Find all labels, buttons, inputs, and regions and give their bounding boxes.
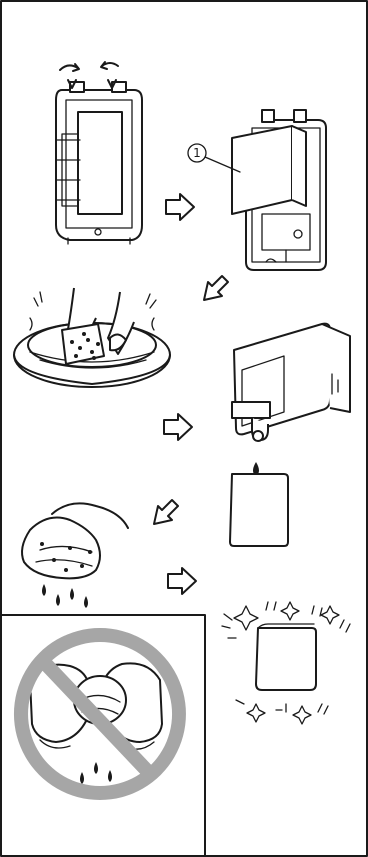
water-tap-unit (232, 324, 350, 441)
clean-filter-block (256, 624, 316, 690)
arrow-right-icon (166, 194, 194, 220)
arrow-down-left-icon (204, 276, 228, 300)
wringing-drops (80, 762, 112, 784)
arrow-down-left-icon (154, 500, 178, 524)
lift-arrows (60, 62, 118, 88)
callout-label: 1 (193, 146, 201, 160)
wet-filter-block (230, 474, 288, 546)
arrow-right-icon (168, 568, 196, 594)
filter-block (232, 126, 306, 214)
arrow-right-icon (164, 414, 192, 440)
dripping-drops (42, 584, 88, 608)
device-housing (56, 82, 142, 244)
hand-squeezing-sponge (22, 503, 128, 578)
